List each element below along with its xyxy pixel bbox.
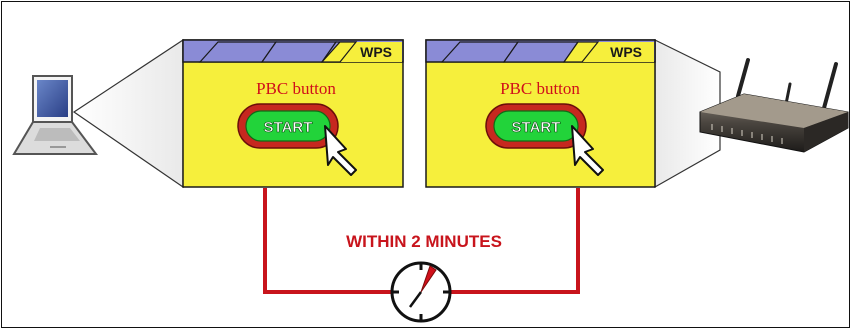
- cursor-icon: [571, 125, 604, 176]
- router-icon: [699, 58, 849, 153]
- timer-label: WITHIN 2 MINUTES: [346, 232, 502, 251]
- cursor-icon: [324, 125, 357, 176]
- panel-left-start-button[interactable]: START: [263, 119, 313, 137]
- timer-wire: [263, 188, 580, 294]
- panel-right-tab-label: WPS: [610, 44, 642, 60]
- panel-left-caption: PBC button: [256, 79, 336, 98]
- wps-panel-right: [425, 39, 656, 188]
- panel-left-tab-label: WPS: [360, 44, 392, 60]
- stopwatch-icon: [390, 261, 452, 323]
- laptop-icon: [12, 75, 98, 155]
- wps-panel-left: [182, 39, 404, 188]
- laptop-beam: [72, 38, 184, 189]
- panel-right-start-button[interactable]: START: [511, 119, 561, 137]
- panel-right-caption: PBC button: [500, 79, 580, 98]
